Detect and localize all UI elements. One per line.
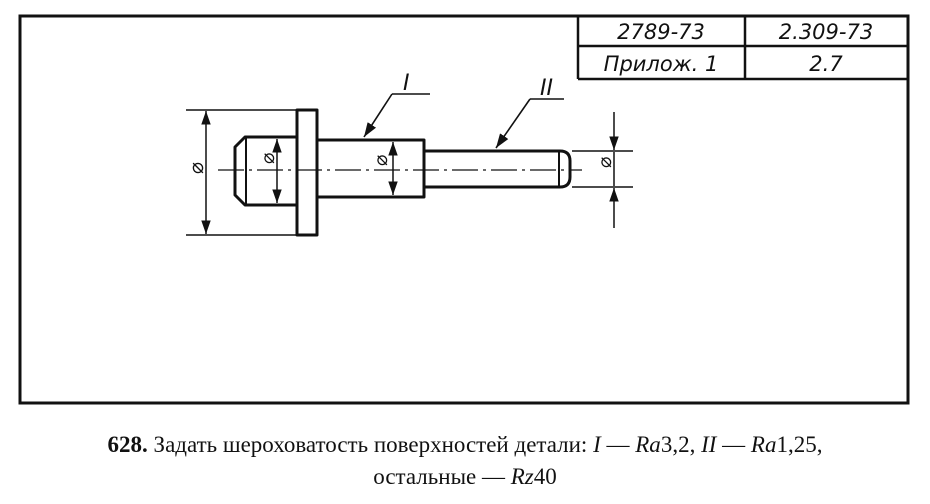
title-cell-1: 2789-73 bbox=[617, 20, 705, 44]
caption-ra-1: Ra bbox=[635, 432, 661, 457]
flange-diameter-dimension bbox=[186, 109, 296, 236]
title-block bbox=[576, 16, 908, 81]
drawing-frame bbox=[18, 14, 910, 405]
caption-text: Задать шероховатость поверхностей детали… bbox=[153, 432, 594, 457]
problem-number: 628. bbox=[107, 432, 148, 457]
title-cell-3: Прилож. 1 bbox=[604, 52, 719, 76]
caption-dash-1: — bbox=[600, 432, 636, 457]
shaft-diameter-dimension bbox=[572, 112, 633, 228]
middle-diameter-symbol: ⌀ bbox=[370, 155, 392, 166]
caption-line-2: остальные — Rz40 bbox=[0, 464, 930, 490]
leader-surface-1 bbox=[363, 93, 430, 138]
title-cell-2: 2.309-73 bbox=[779, 20, 873, 44]
caption-ra-2-value: 1,25, bbox=[776, 432, 823, 457]
caption-dash-2: — bbox=[716, 432, 751, 457]
title-cell-4: 2.7 bbox=[809, 52, 843, 76]
caption-line-2-text: остальные — bbox=[373, 464, 511, 489]
caption-ra-1-value: 3,2, bbox=[660, 432, 702, 457]
caption-ra-2: Ra bbox=[750, 432, 777, 457]
caption-i-label: I bbox=[593, 432, 601, 457]
caption-rz: Rz bbox=[510, 464, 534, 489]
part-drawing: 2789-73 2.309-73 Прилож. 1 2.7 ⌀ ⌀ ⌀ bbox=[18, 14, 910, 405]
caption-rz-value: 40 bbox=[533, 464, 557, 489]
shaft-diameter-symbol: ⌀ bbox=[594, 157, 616, 168]
caption-ii-label: II bbox=[701, 432, 717, 457]
leader-surface-2 bbox=[495, 98, 564, 149]
surface-1-label: I bbox=[403, 71, 410, 96]
surface-2-label: II bbox=[540, 76, 553, 101]
caption-line-1: 628. Задать шероховатость поверхностей д… bbox=[0, 432, 930, 458]
head-diameter-symbol: ⌀ bbox=[257, 153, 279, 164]
flange-diameter-symbol: ⌀ bbox=[184, 162, 208, 174]
part-outline bbox=[233, 108, 572, 237]
